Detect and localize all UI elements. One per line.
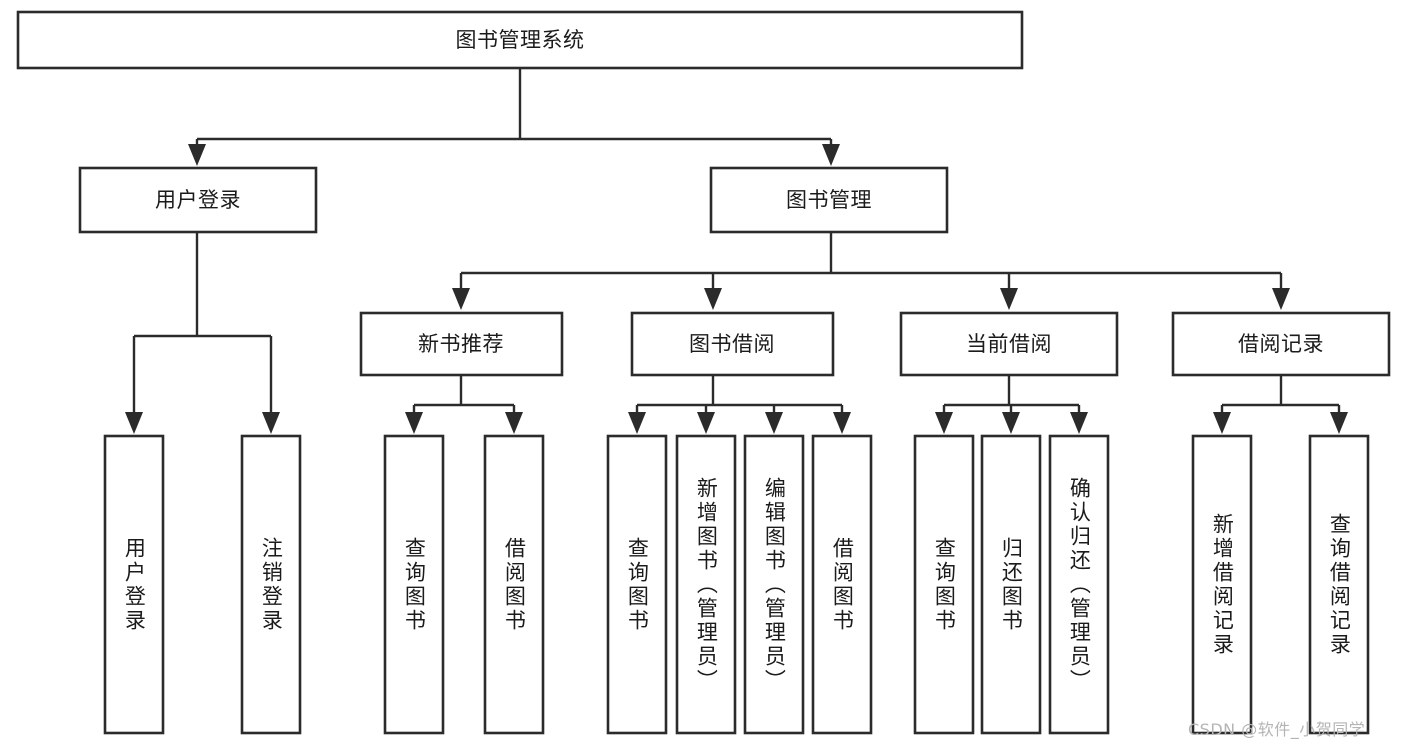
node-new-book-recommend[interactable]: 新书推荐 <box>359 311 564 377</box>
node-user-login[interactable]: 用户登录 <box>78 166 318 234</box>
leaf-logout[interactable] <box>240 434 302 735</box>
node-root-book-management-system[interactable]: 图书管理系统 <box>16 10 1024 70</box>
node-user-login-label: 用户登录 <box>155 188 241 212</box>
leaf-edit-book-admin[interactable] <box>743 434 805 735</box>
leaf-query-book-borrow[interactable] <box>606 434 668 735</box>
connector-root-to-level2 <box>188 68 840 166</box>
leaf-borrow-book-recommend[interactable] <box>483 434 545 735</box>
node-borrow-record[interactable]: 借阅记录 <box>1171 311 1391 377</box>
leaf-borrow-book[interactable] <box>811 434 873 735</box>
node-root-label: 图书管理系统 <box>456 28 585 52</box>
leaf-query-book-recommend[interactable] <box>383 434 445 735</box>
node-book-management[interactable]: 图书管理 <box>709 166 949 234</box>
node-new-book-recommend-label: 新书推荐 <box>418 332 504 356</box>
connector-currentborrow-to-leaves <box>935 375 1088 434</box>
leaf-query-book-current[interactable] <box>913 434 975 735</box>
connector-bookmgmt-to-level3 <box>452 232 1290 310</box>
node-book-borrow[interactable]: 图书借阅 <box>630 311 835 377</box>
node-book-borrow-label: 图书借阅 <box>689 332 775 356</box>
leaf-confirm-return-admin[interactable] <box>1048 434 1110 735</box>
node-current-borrow[interactable]: 当前借阅 <box>899 311 1119 377</box>
leaf-add-book-admin[interactable] <box>675 434 737 735</box>
leaf-query-borrow-record[interactable] <box>1308 434 1370 735</box>
connector-newbook-to-leaves <box>405 375 523 434</box>
leaf-user-login[interactable] <box>103 434 165 735</box>
node-current-borrow-label: 当前借阅 <box>966 332 1052 356</box>
leaf-return-book[interactable] <box>980 434 1042 735</box>
node-book-management-label: 图书管理 <box>786 188 872 212</box>
csdn-watermark: CSDN @软件_小贺同学 <box>1188 720 1366 739</box>
connector-userlogin-to-leaves <box>125 232 280 434</box>
node-borrow-record-label: 借阅记录 <box>1238 332 1324 356</box>
leaf-add-borrow-record[interactable] <box>1191 434 1253 735</box>
connector-borrowrecord-to-leaves <box>1213 375 1348 434</box>
connector-bookborrow-to-leaves <box>628 375 851 434</box>
